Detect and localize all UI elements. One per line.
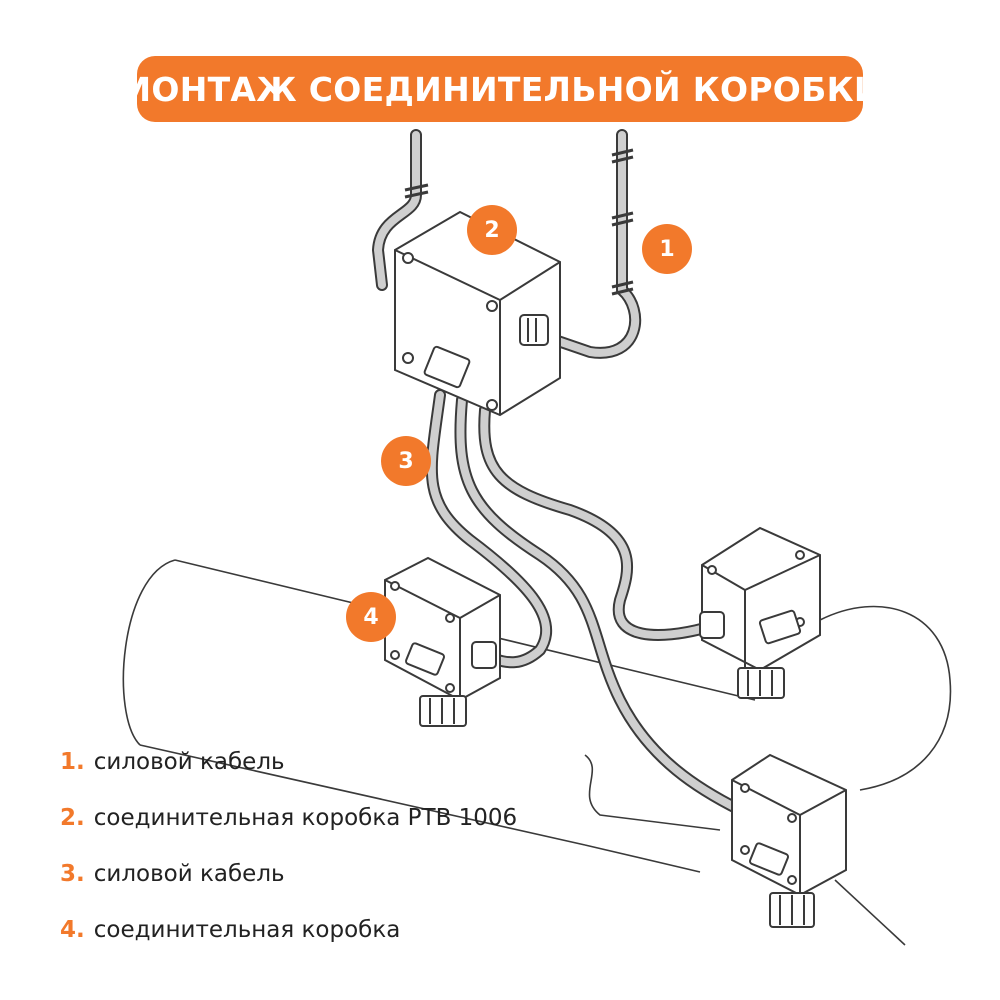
cables	[372, 129, 746, 816]
title-banner: МОНТАЖ СОЕДИНИТЕЛЬНОЙ КОРОБКИ	[118, 56, 882, 122]
badge-3: 3	[381, 436, 431, 486]
badge-1: 1	[642, 224, 692, 274]
legend-item: 1. силовой кабель	[60, 734, 517, 790]
pipe-right-top-edge	[819, 605, 952, 791]
legend-text: силовой кабель	[93, 861, 285, 887]
legend-number: 3.	[60, 861, 85, 887]
legend-text: соединительная коробка PTB 1006	[93, 805, 518, 831]
pipe-lower-right-2	[834, 879, 906, 946]
legend-item: 2. соединительная коробка PTB 1006	[60, 790, 517, 846]
legend-text: силовой кабель	[93, 749, 285, 775]
legend-text: соединительная коробка	[93, 917, 401, 943]
pipe-seam	[584, 754, 721, 831]
junction-box-small-left	[384, 556, 501, 727]
pipe-lower-right	[584, 844, 701, 873]
legend-number: 2.	[60, 805, 85, 831]
junction-box-small-bottom	[731, 753, 847, 928]
pipe-bottom-edge	[139, 744, 586, 846]
pipe-left-end	[122, 559, 176, 746]
legend-number: 4.	[60, 917, 85, 943]
badge-4: 4	[346, 592, 396, 642]
legend-item: 3. силовой кабель	[60, 846, 517, 902]
legend-item: 4. соединительная коробка	[60, 902, 517, 958]
junction-box-small-right	[699, 526, 821, 699]
cable-ties	[404, 148, 634, 296]
page-title: МОНТАЖ СОЕДИНИТЕЛЬНОЙ КОРОБКИ	[118, 69, 882, 109]
legend: 1. силовой кабель 2. соединительная коро…	[60, 734, 517, 958]
junction-box-ptb-1006	[394, 210, 561, 417]
legend-number: 1.	[60, 749, 85, 775]
badge-2: 2	[467, 205, 517, 255]
